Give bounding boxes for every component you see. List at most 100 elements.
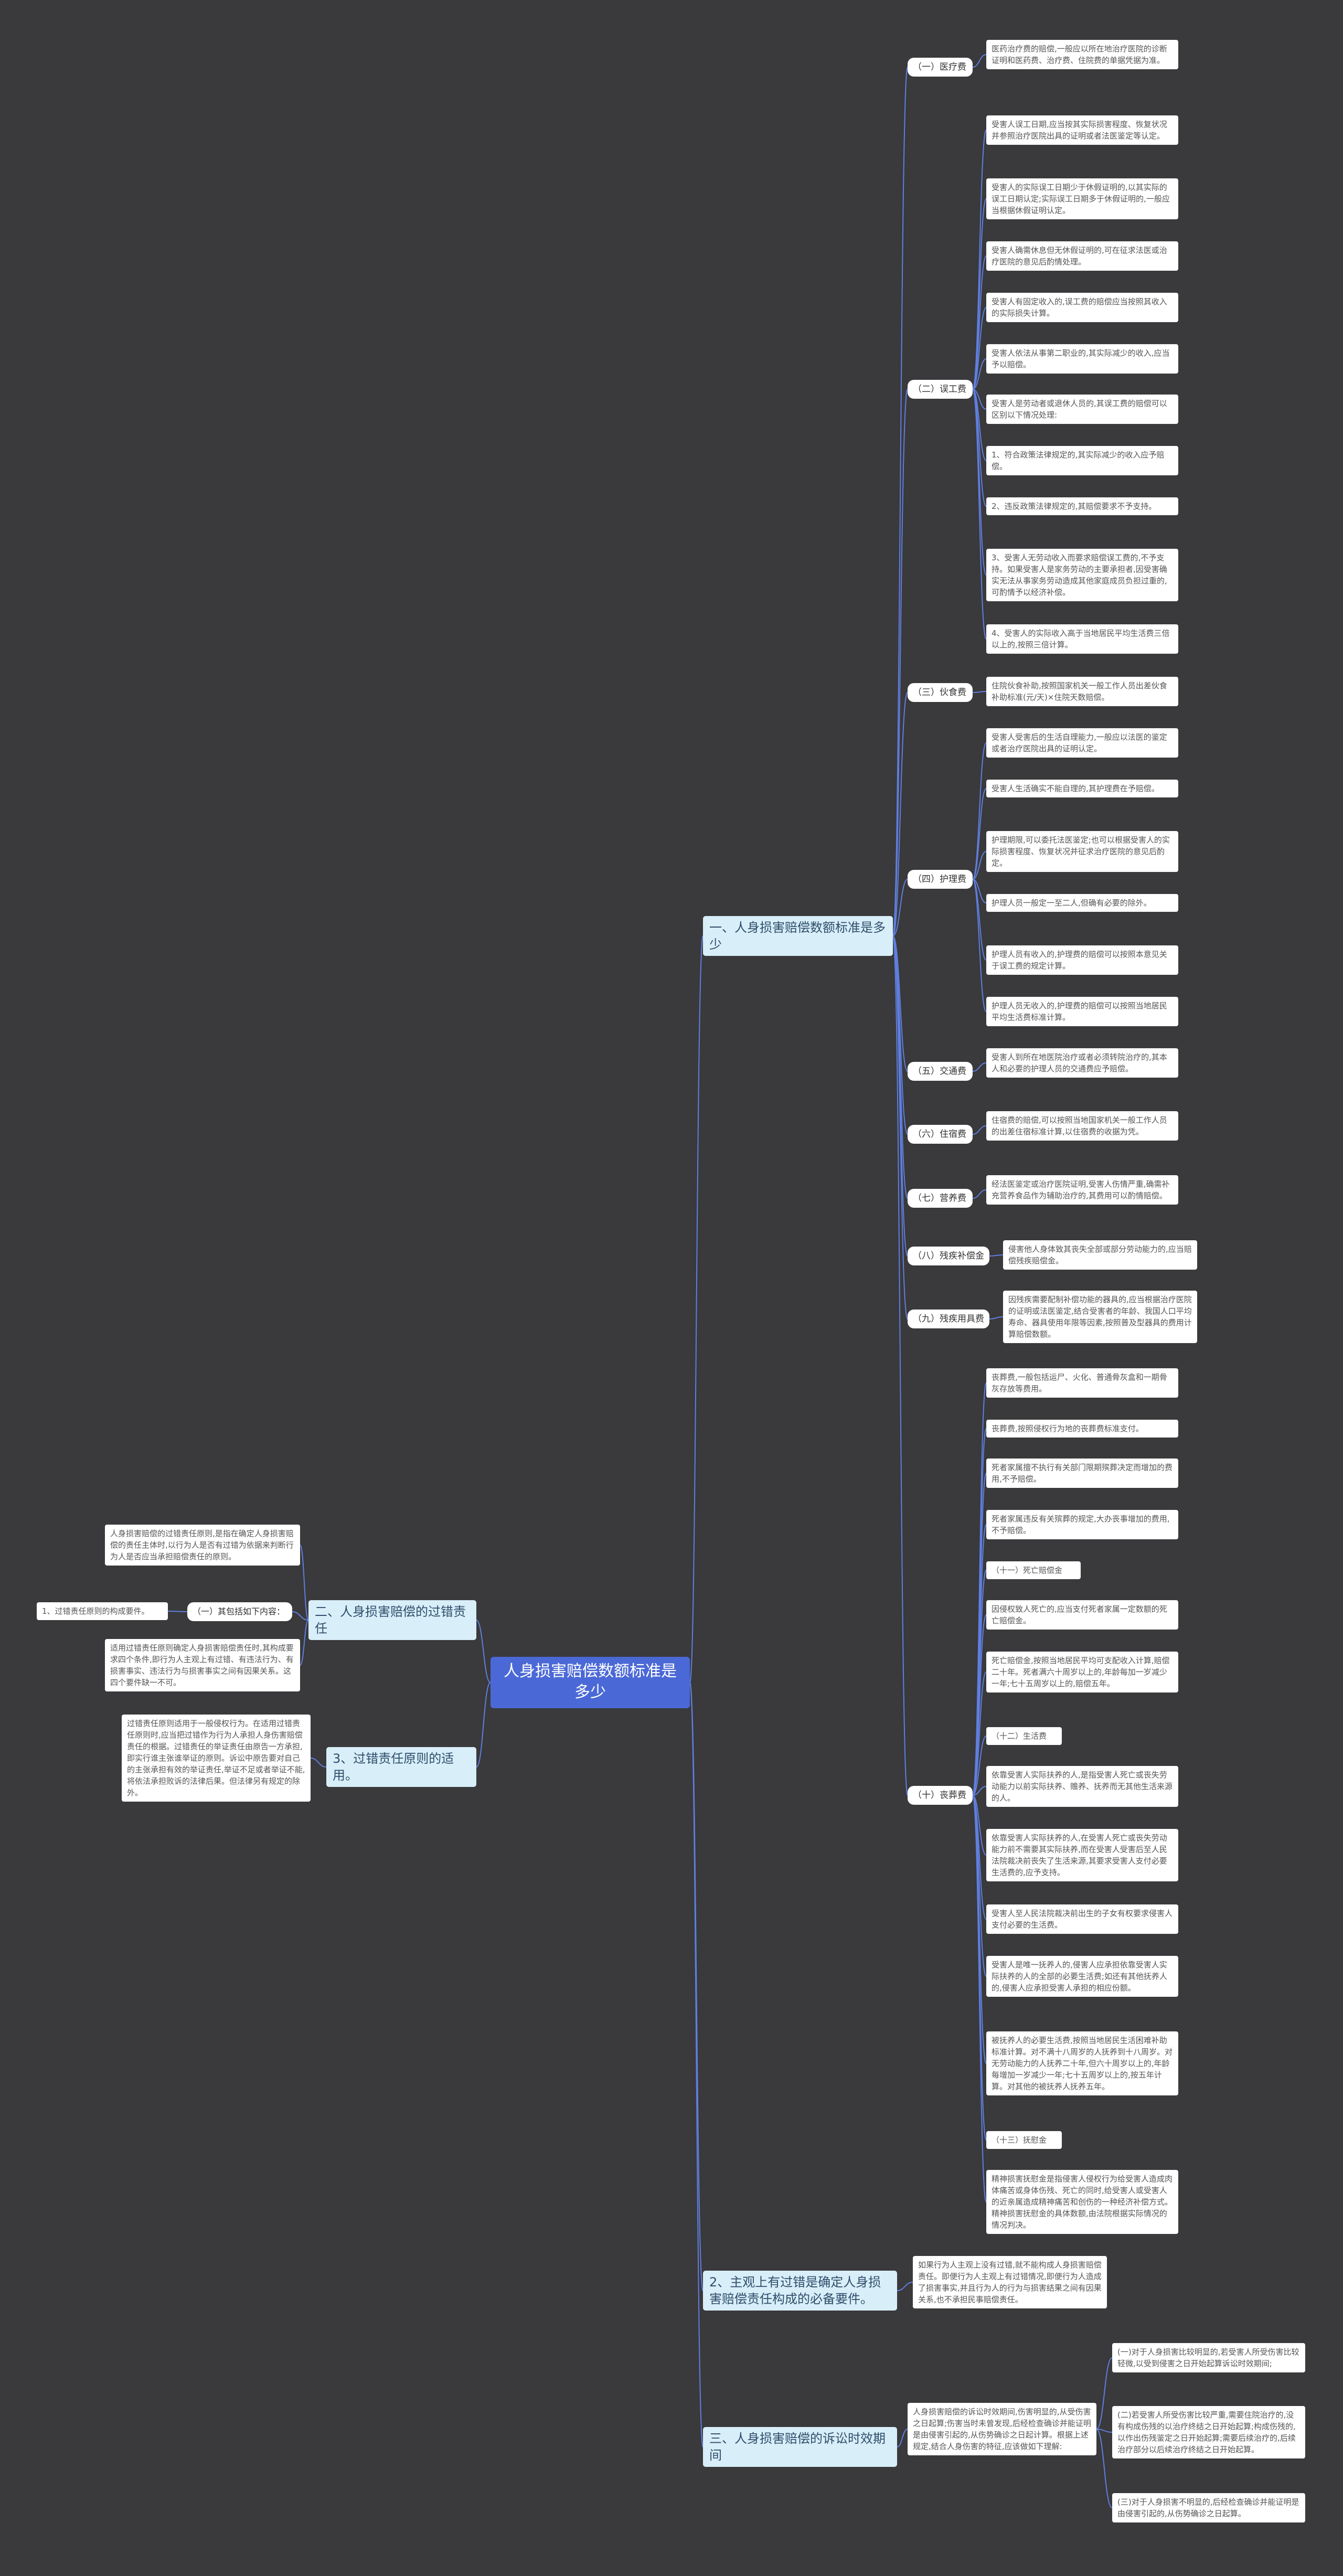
branch-fault-liability[interactable]: 二、人身损害赔偿的过错责任 [308, 1600, 476, 1640]
connector-line [689, 1682, 704, 2291]
subjective-fault-text: 如果行为人主观上没有过错,就不能构成人身损害赔偿责任。即便行为人主观上有过错情况… [913, 2256, 1107, 2308]
nutrition-text: 经法医鉴定或治疗医院证明,受害人伤情严重,确需补充营养食品作为辅助治疗的,其费用… [986, 1175, 1178, 1205]
connector-line [972, 1062, 987, 1072]
connector-line [972, 1795, 987, 1856]
connector-line [989, 1254, 1004, 1257]
funeral-10: 依靠受害人实际扶养的人,在受害人死亡或丧失劳动能力前不需要其实际扶养,而在受害人… [986, 1829, 1178, 1881]
connector-line [972, 389, 987, 507]
cat-disability-comp[interactable]: （八）残疾补偿金 [908, 1247, 989, 1265]
connector-line [292, 1611, 309, 1621]
connector-line [972, 691, 987, 693]
death-comp-label: （十一）死亡赔偿金 [986, 1561, 1081, 1579]
branch-limitation-period[interactable]: 三、人身损害赔偿的诉讼时效期间 [703, 2427, 897, 2467]
connector-line [972, 1786, 987, 1796]
disability-comp-text: 侵害他人身体致其丧失全部或部分劳动能力的,应当赔偿残疾赔偿金。 [1003, 1240, 1197, 1270]
connector-line [972, 788, 987, 880]
connector-line [972, 389, 987, 576]
lodging-text: 住宿费的赔偿,可以按照当地国家机关一般工作人员的出差住宿标准计算,以住宿费的收据… [986, 1111, 1178, 1141]
connector-line [300, 1620, 309, 1666]
root-topic[interactable]: 人身损害赔偿数额标准是多少 [491, 1657, 690, 1708]
funeral-6: 因侵权致人死亡的,应当支付死者家属一定数额的死亡赔偿金。 [986, 1600, 1178, 1630]
nursing-1: 受害人受害后的生活自理能力,一般应以法医的鉴定或者治疗医院出具的证明认定。 [986, 728, 1178, 758]
connector-line [1096, 2357, 1113, 2430]
connector-line [972, 1672, 987, 1796]
funeral-7: 死亡赔偿金,按照当地居民平均可支配收入计算,赔偿二十年。死者满六十周岁以上的,年… [986, 1652, 1178, 1693]
nursing-6: 护理人员无收入的,护理费的赔偿可以按照当地居民平均生活费标准计算。 [986, 997, 1178, 1026]
connector-line [892, 879, 908, 936]
limitation-1: (一)对于人身损害比较明显的,若受害人所受伤害比较轻微,以受到侵害之日开始起算诉… [1112, 2343, 1305, 2372]
connector-line [310, 1758, 327, 1768]
cat-medical[interactable]: （一）医疗费 [908, 58, 973, 77]
limitation-2: (二)若受害人所受伤害比较严重,需要住院治疗的,没有构成伤残的以治疗终结之日开始… [1112, 2406, 1305, 2458]
connector-line [972, 742, 987, 880]
funeral-2: 丧葬费,按照侵权行为地的丧葬费标准支付。 [986, 1420, 1178, 1438]
connector-line [972, 256, 987, 390]
branch-fault-application[interactable]: 3、过错责任原则的适用。 [326, 1747, 476, 1787]
connector-line [689, 935, 704, 1683]
lost-wages-8: 2、违反政策法律规定的,其赔偿要求不予支持。 [986, 497, 1178, 515]
meals-text: 住院伙食补助,按照国家机关一般工作人员出差伙食补助标准(元/天)×住院天数赔偿。 [986, 677, 1178, 706]
funeral-1: 丧葬费,一般包括运尸、火化、普通骨灰盒和一期骨灰存放等费用。 [986, 1368, 1178, 1398]
connector-line [972, 1473, 987, 1796]
connector-line [972, 879, 987, 1012]
cat-nursing[interactable]: （四）护理费 [908, 870, 973, 889]
lost-wages-1: 受害人误工日期,应当按其实际损害程度、恢复状况并参照治疗医院出具的证明或者法医鉴… [986, 115, 1178, 145]
solatium-label: （十三）抚慰金 [986, 2131, 1062, 2149]
lost-wages-10: 4、受害人的实际收入高于当地居民平均生活费三倍以上的,按照三倍计算。 [986, 624, 1178, 654]
cat-disability-aids[interactable]: （九）残疾用具费 [908, 1310, 989, 1328]
connector-line [972, 851, 987, 880]
nursing-5: 护理人员有收入的,护理费的赔偿可以按照本意见关于误工费的规定计算。 [986, 945, 1178, 975]
cat-lodging[interactable]: （六）住宿费 [908, 1125, 973, 1144]
branch-compensation-standard[interactable]: 一、人身损害赔偿数额标准是多少 [703, 916, 893, 956]
connector-line [972, 54, 987, 68]
funeral-13: 被抚养人的必要生活费,按照当地居民生活困难补助标准计算。对不满十八周岁的人抚养到… [986, 2031, 1178, 2095]
connector-line [892, 67, 908, 936]
medical-text: 医药治疗费的赔偿,一般应以所在地治疗医院的诊断证明和医药费、治疗费、住院费的单据… [986, 40, 1178, 69]
connector-line [972, 879, 987, 903]
cat-meals[interactable]: （三）伙食费 [908, 683, 973, 702]
limitation-text: 人身损害赔偿的诉讼时效期间,伤害明显的,从受伤害之日起算;伤害当时未曾发现,后经… [908, 2403, 1096, 2455]
funeral-11: 受害人至人民法院裁决前出生的子女有权要求侵害人支付必要的生活费。 [986, 1904, 1178, 1934]
lost-wages-9: 3、受害人无劳动收入而要求赔偿误工费的,不予支持。如果受害人是家务劳动的主要承担… [986, 549, 1178, 601]
connector-line [972, 1189, 987, 1199]
cat-lost-wages[interactable]: （二）误工费 [908, 380, 973, 399]
funeral-3: 死者家属擅不执行有关部门限期殡葬决定而增加的费用,不予赔偿。 [986, 1459, 1178, 1488]
fault-application-text: 过错责任原则适用于一般侵权行为。在适用过错责任原则时,应当把过错作为行为人承担人… [122, 1715, 311, 1802]
connector-line [897, 2282, 913, 2291]
branch-subjective-fault[interactable]: 2、主观上有过错是确定人身损害赔偿责任构成的必备要件。 [703, 2271, 897, 2311]
lost-wages-3: 受害人确需休息但无休假证明的,可在征求法医或治疗医院的意见后酌情处理。 [986, 241, 1178, 271]
living-expense-label: （十二）生活费 [986, 1727, 1062, 1745]
lost-wages-7: 1、符合政策法律规定的,其实际减少的收入应予赔偿。 [986, 446, 1178, 475]
connector-line [300, 1545, 309, 1621]
fault-liability-contents[interactable]: （一）其包括如下内容： [187, 1602, 292, 1621]
connector-line [892, 935, 908, 1319]
connector-line [476, 1620, 491, 1683]
lost-wages-2: 受害人的实际误工日期少于休假证明的,以其实际的误工日期认定;实际误工日期多于休假… [986, 178, 1178, 219]
disability-aids-text: 因残疾需要配制补偿功能的器具的,应当根据治疗医院的证明或法医鉴定,结合受害者的年… [1003, 1291, 1197, 1343]
fault-liability-conditions: 适用过错责任原则确定人身损害赔偿责任时,其构成要求四个条件,即行为人主观上有过错… [105, 1639, 300, 1691]
connector-line [892, 692, 908, 936]
connector-line [892, 935, 908, 1796]
limitation-3: (三)对于人身损害不明显的,后经检查确诊并能证明是由侵害引起的,从伤势确诊之日起… [1112, 2493, 1305, 2522]
connector-line [1096, 2429, 1113, 2433]
transport-text: 受害人到所在地医院治疗或者必须转院治疗的,其本人和必要的护理人员的交通费应予赔偿… [986, 1048, 1178, 1078]
nursing-2: 受害人生活确实不能自理的,其护理费在予赔偿。 [986, 780, 1178, 797]
connector-line [892, 935, 908, 1257]
connector-line [972, 1736, 987, 1796]
cat-transport[interactable]: （五）交通费 [908, 1062, 973, 1081]
cat-funeral[interactable]: （十）丧葬费 [908, 1786, 973, 1805]
funeral-15: 精神损害抚慰金是指侵害人侵权行为给受害人造成肉体痛苦或身体伤残、死亡的同时,给受… [986, 2170, 1178, 2234]
connector-line [972, 1795, 987, 2202]
cat-nutrition[interactable]: （七）营养费 [908, 1189, 973, 1208]
lost-wages-6: 受害人是劳动者或退休人员的,其误工费的赔偿可以区别以下情况处理: [986, 395, 1178, 424]
connector-line [972, 358, 987, 390]
funeral-12: 受害人是唯一抚养人的,侵害人应承担依靠受害人实际扶养的人的全部的必要生活费;如还… [986, 1956, 1178, 1997]
funeral-4: 死者家属违反有关殡葬的规定,大办丧事增加的费用,不予赔偿。 [986, 1510, 1178, 1539]
nursing-3: 护理期限,可以委托法医鉴定;也可以根据受害人的实际损害程度、恢复状况并征求治疗医… [986, 831, 1178, 872]
connector-line [972, 307, 987, 390]
connector-line [689, 1682, 704, 2447]
connector-line [972, 1125, 987, 1135]
connector-line [972, 389, 987, 640]
connector-line [476, 1682, 491, 1768]
